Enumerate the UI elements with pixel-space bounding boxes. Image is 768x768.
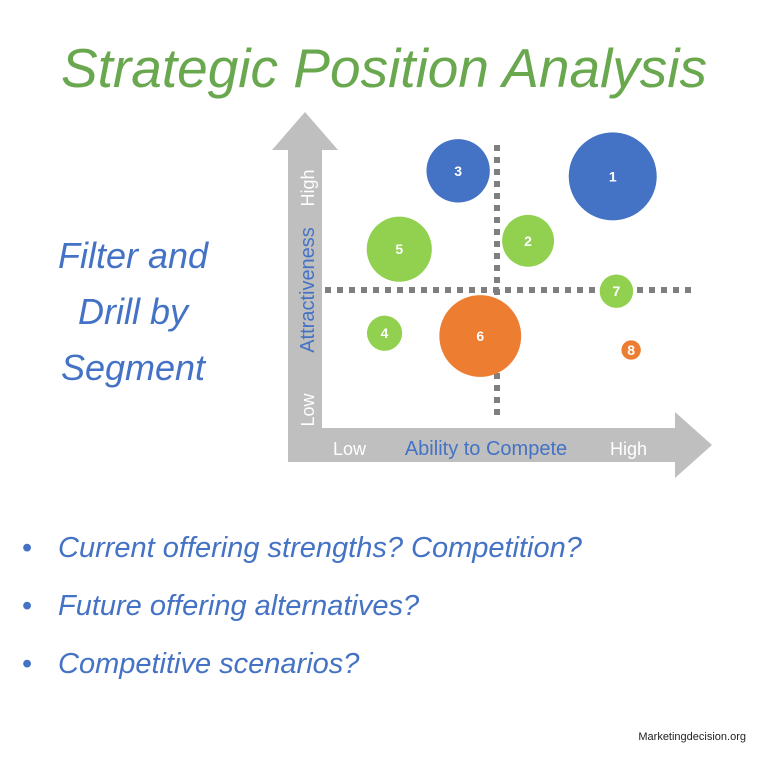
bullet-icon: • [22,590,33,622]
y-axis-arrow [272,112,338,462]
bubble-label-8: 8 [627,342,635,358]
y-axis-title: Attractiveness [297,227,319,353]
question-item: • Current offering strengths? Competition… [22,528,582,586]
bubble-label-7: 7 [613,283,621,299]
question-item: • Competitive scenarios? [22,644,582,702]
bubble-6 [439,295,522,377]
y-axis-high-label: High [298,169,318,206]
bubble-label-4: 4 [381,325,389,341]
bubble-1 [568,132,657,221]
page-title: Strategic Position Analysis [60,37,708,99]
bubble-3 [426,139,490,203]
bubble-label-3: 3 [454,163,462,179]
x-axis-high-label: High [610,439,647,459]
question-text: Competitive scenarios? [58,648,360,680]
side-caption-line-3: Segment [60,347,206,388]
question-text: Future offering alternatives? [58,590,420,622]
side-caption: Filter and Drill by Segment [28,228,238,396]
bubble-2 [502,214,555,267]
bubble-8 [621,340,641,360]
question-list: • Current offering strengths? Competition… [22,528,582,702]
bubble-label-1: 1 [609,168,617,184]
side-caption-line-2: Drill by [77,291,188,332]
y-axis-low-label: Low [298,392,318,426]
bullet-icon: • [22,648,33,680]
bubble-label-5: 5 [395,241,403,257]
question-text: Current offering strengths? Competition? [58,532,582,564]
side-caption-line-1: Filter and [57,235,209,276]
bubble-5 [366,216,432,282]
bubble-label-2: 2 [524,233,532,249]
bubble-4 [366,315,403,351]
bubble-label-6: 6 [476,328,484,344]
bubble-7 [599,274,634,308]
bubble-layer: 1 2 3 4 5 6 7 8 [366,132,657,377]
question-item: • Future offering alternatives? [22,586,582,644]
x-axis-arrow [288,412,712,478]
bullet-icon: • [22,532,33,564]
footer-credit: Marketingdecision.org [638,731,746,743]
x-axis-low-label: Low [333,439,367,459]
x-axis-title: Ability to Compete [405,438,567,460]
